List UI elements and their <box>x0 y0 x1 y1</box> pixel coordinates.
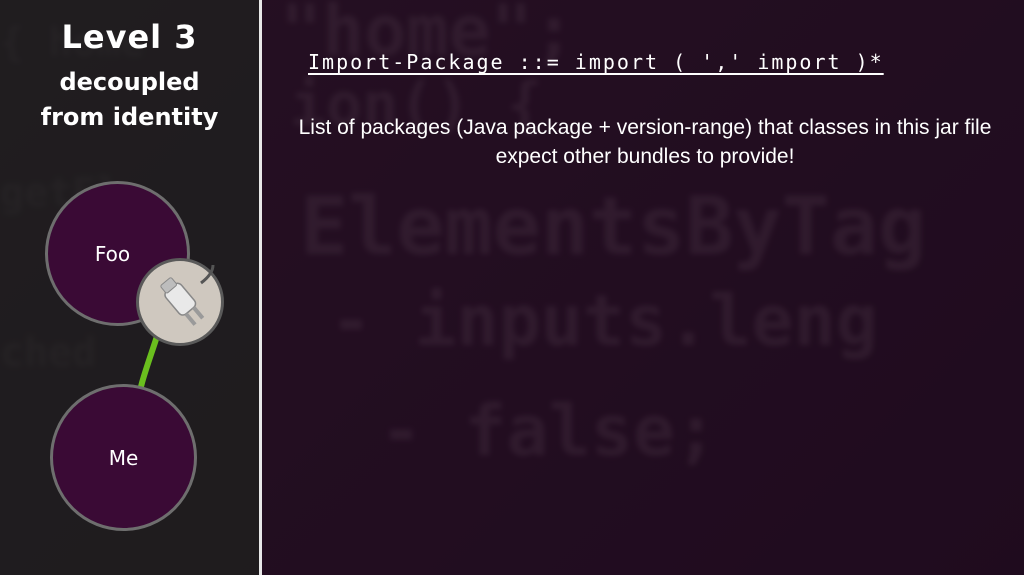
bubble-foo-label: Foo <box>94 241 131 266</box>
level-subtitle: decoupled from identity <box>40 68 219 131</box>
description-text: List of packages (Java package + version… <box>298 116 992 168</box>
level-title: Level 3 <box>61 18 198 56</box>
plug-icon <box>136 258 224 346</box>
bubble-me: Me <box>50 384 197 531</box>
panel-divider <box>259 0 262 575</box>
grammar-rule: Import-Package ::= import ( ',' import )… <box>308 50 884 74</box>
bubble-me-label: Me <box>108 445 139 470</box>
right-panel <box>262 0 1024 575</box>
